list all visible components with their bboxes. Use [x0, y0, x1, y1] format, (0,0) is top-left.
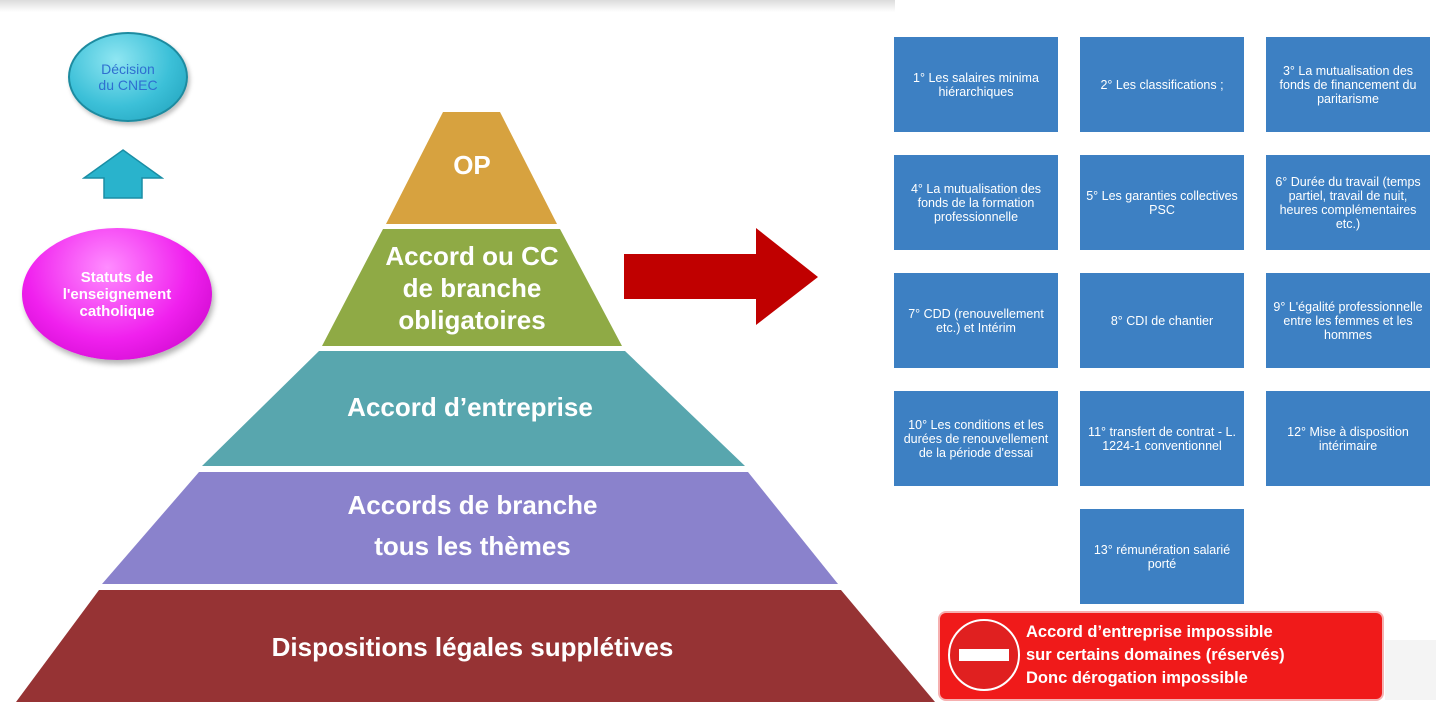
pyramid-level-accords-branche	[102, 472, 838, 584]
no-entry-icon	[948, 619, 1020, 691]
domain-box-4: 4° La mutualisation des fonds de la form…	[894, 155, 1058, 250]
corner-shade	[1385, 640, 1436, 700]
pyramid-label-accord-branche-obligatoire: Accord ou CC de branche obligatoires	[385, 241, 559, 335]
domain-box-1: 1° Les salaires minima hiérarchiques	[894, 37, 1058, 132]
pyramid-label-accord-entreprise: Accord d’entreprise	[347, 391, 593, 422]
domain-box-3: 3° La mutualisation des fonds de finance…	[1266, 37, 1430, 132]
top-shadow-bar	[0, 0, 895, 12]
pyramid-label-accords-branche: Accords de branche tous les thèmes	[347, 490, 598, 561]
domain-box-11: 11° transfert de contrat - L. 1224-1 con…	[1080, 391, 1244, 486]
domain-box-10: 10° Les conditions et les durées de reno…	[894, 391, 1058, 486]
domain-box-13: 13° rémunération salarié porté	[1080, 509, 1244, 604]
statuts-ellipse: Statuts de l'enseignement catholique	[22, 228, 212, 360]
domain-box-9: 9° L'égalité professionnelle entre les f…	[1266, 273, 1430, 368]
pyramid-label-dispositions-legales: Dispositions légales supplétives	[271, 631, 674, 662]
pyramid-level-op	[386, 112, 557, 224]
domain-box-5: 5° Les garanties collectives PSC	[1080, 155, 1244, 250]
decision-cnec-bubble: Décision du CNEC	[68, 32, 188, 122]
pyramid-level-accord-entreprise	[202, 351, 745, 466]
warning-line-1: Accord d’entreprise impossible	[1026, 623, 1273, 641]
pyramid-level-dispositions-legales	[16, 590, 935, 702]
pyramid-label-op: OP	[453, 149, 491, 180]
up-arrow-icon	[82, 149, 164, 199]
warning-text: Accord d’entreprise impossible sur certa…	[1026, 621, 1376, 690]
domain-box-6: 6° Durée du travail (temps partiel, trav…	[1266, 155, 1430, 250]
decision-cnec-label: Décision du CNEC	[98, 61, 158, 93]
right-arrow-icon	[624, 228, 818, 325]
warning-banner: Accord d’entreprise impossible sur certa…	[940, 613, 1382, 699]
warning-line-2: sur certains domaines (réservés)	[1026, 646, 1285, 664]
statuts-label: Statuts de l'enseignement catholique	[62, 268, 172, 320]
domain-box-7: 7° CDD (renouvellement etc.) et Intérim	[894, 273, 1058, 368]
pyramid-level-accord-branche-obligatoire	[322, 229, 622, 346]
domain-box-2: 2° Les classifications ;	[1080, 37, 1244, 132]
hierarchy-pyramid	[16, 112, 935, 702]
warning-line-3: Donc dérogation impossible	[1026, 669, 1248, 687]
domain-box-8: 8° CDI de chantier	[1080, 273, 1244, 368]
domain-box-12: 12° Mise à disposition intérimaire	[1266, 391, 1430, 486]
